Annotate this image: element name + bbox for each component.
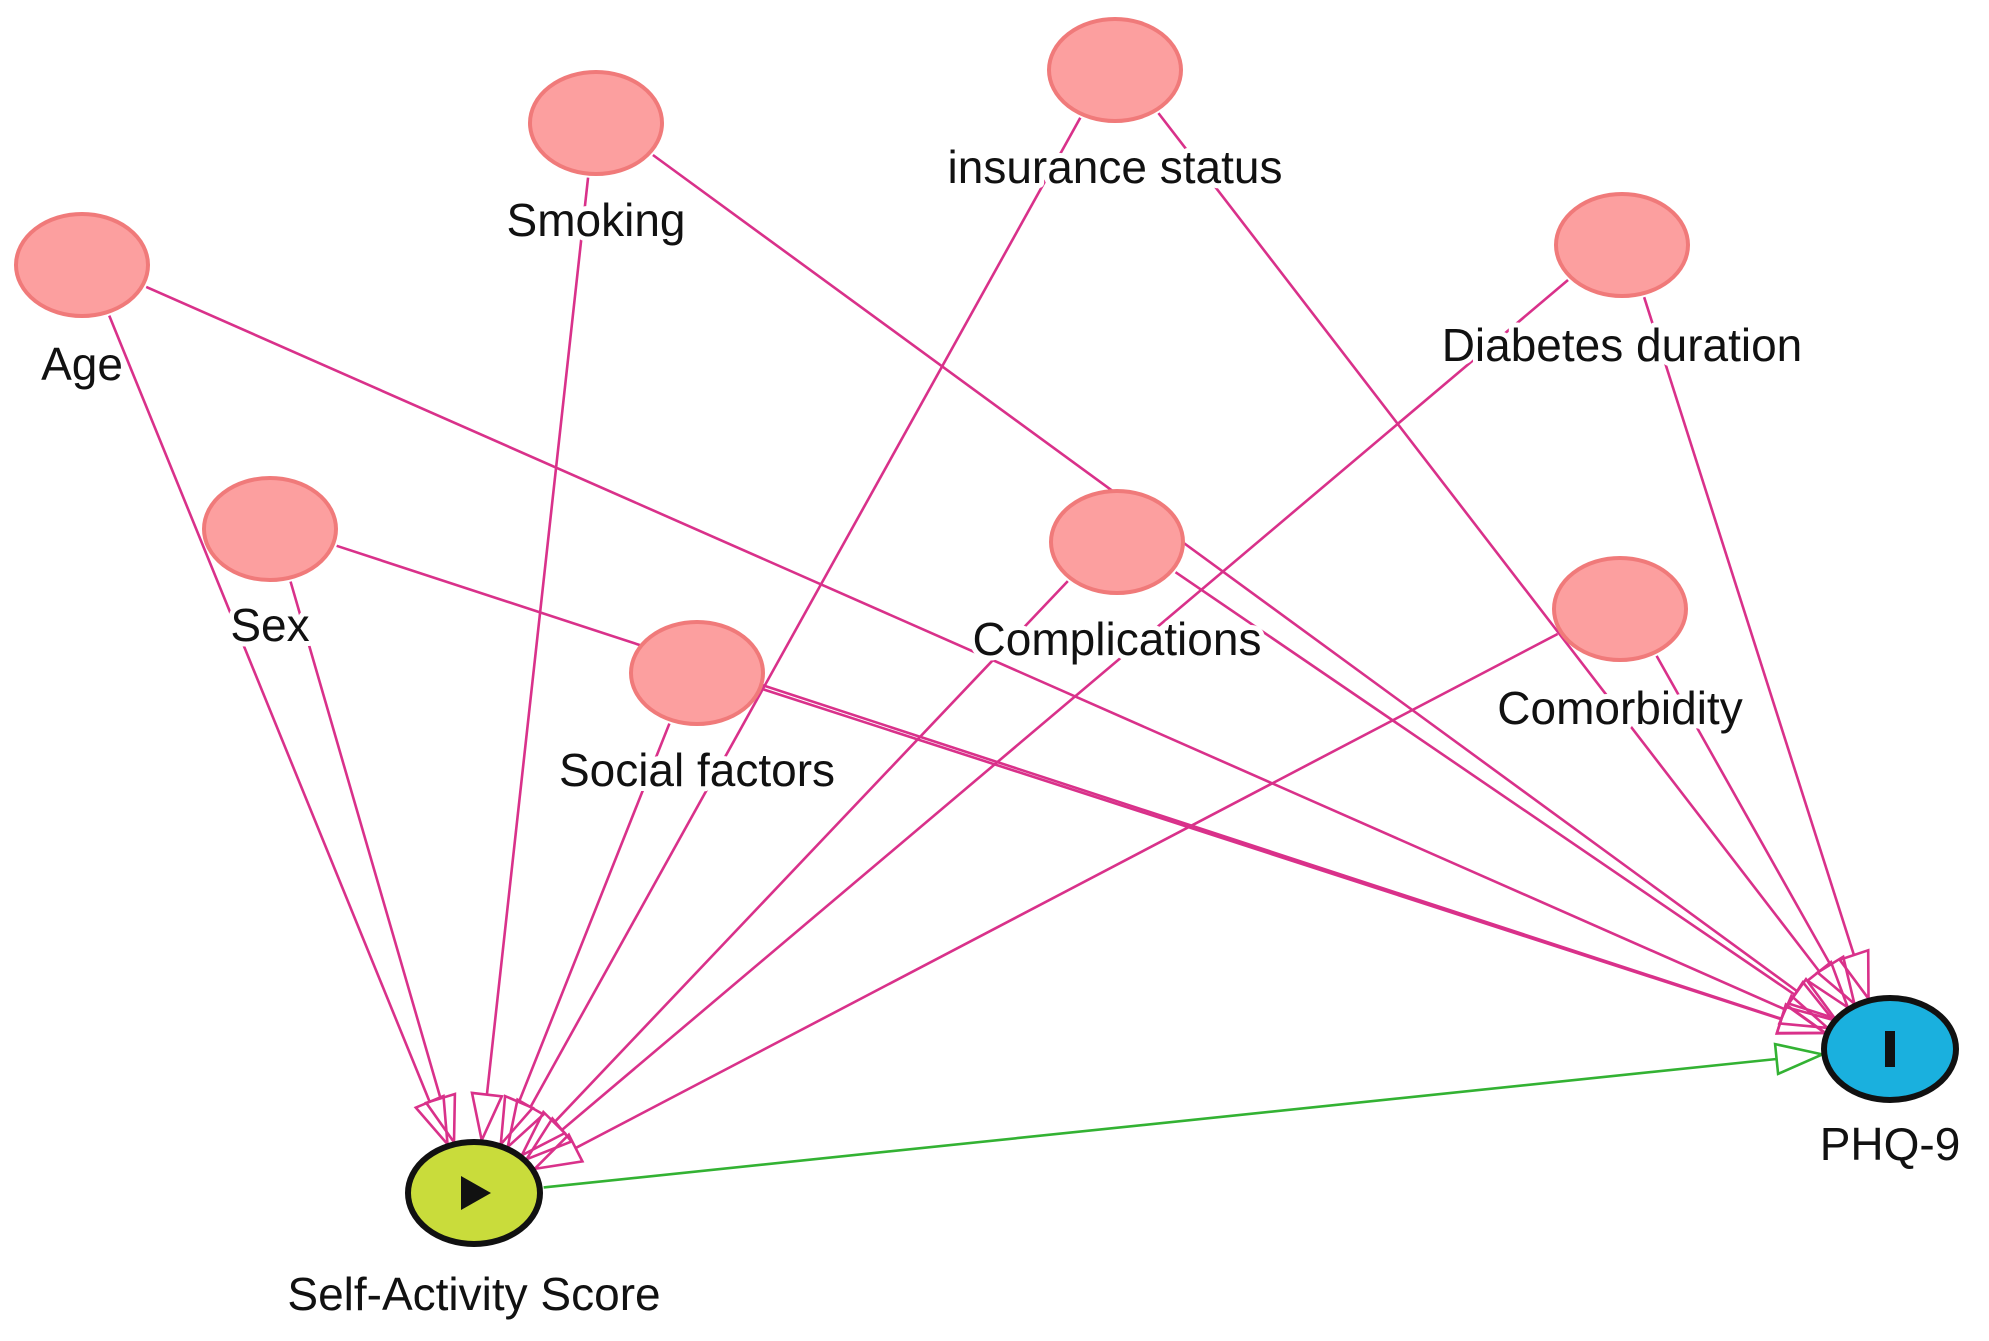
covariate-node-ellipse[interactable] [1049, 489, 1185, 595]
arrowhead [413, 1094, 450, 1149]
covariate-node-ellipse[interactable] [1047, 17, 1183, 123]
edge-diabetes-to-outcome [1642, 296, 1870, 1003]
arrowhead [1815, 954, 1857, 1008]
arrowhead [530, 1132, 585, 1171]
node-social-factors[interactable] [629, 620, 765, 726]
edge-line [529, 117, 1082, 1108]
edge-line [1174, 571, 1796, 996]
arrowhead [470, 1091, 504, 1145]
edge-line [1642, 296, 1856, 956]
node-label-smoking: Smoking [507, 194, 686, 246]
edge-line [108, 315, 431, 1103]
arrowhead [424, 1092, 457, 1147]
edge-line [145, 285, 1786, 1011]
node-insurance-status[interactable] [1047, 17, 1183, 123]
arrowhead [518, 1109, 567, 1159]
play-icon [461, 1176, 491, 1210]
covariate-node-ellipse[interactable] [528, 70, 664, 176]
edge-comorbidity-to-exposure [530, 632, 1559, 1171]
edge-line [574, 632, 1559, 1150]
edge-line [289, 581, 442, 1099]
nodes-layer [14, 17, 1959, 1247]
node-phq-9[interactable] [1821, 995, 1959, 1103]
edge-line [652, 153, 1799, 993]
node-label-insurance-status: insurance status [948, 141, 1283, 193]
node-diabetes-duration[interactable] [1554, 192, 1690, 298]
node-comorbidity[interactable] [1552, 556, 1688, 662]
arrowhead [1837, 948, 1870, 1003]
edge-line [561, 279, 1569, 1131]
node-label-phq-9: PHQ-9 [1820, 1118, 1961, 1170]
edge-insurance-to-outcome [1157, 112, 1851, 1011]
covariate-node-ellipse[interactable] [202, 476, 338, 582]
edge-line [543, 1057, 1777, 1189]
node-complications[interactable] [1049, 489, 1185, 595]
node-self-activity-score[interactable] [405, 1139, 543, 1247]
edge-line [1655, 655, 1832, 966]
node-label-age: Age [41, 338, 123, 390]
edge-line [517, 723, 671, 1103]
edge-line [553, 580, 1069, 1124]
edge-complications-to-exposure [518, 580, 1069, 1159]
node-label-comorbidity: Comorbidity [1497, 682, 1742, 734]
edges-layer [108, 112, 1870, 1189]
edge-comorbidity-to-outcome [1655, 655, 1857, 1008]
node-label-self-activity-score: Self-Activity Score [287, 1268, 660, 1320]
covariate-node-ellipse[interactable] [1552, 556, 1688, 662]
edge-smoking-to-exposure [470, 177, 590, 1145]
edge-line [763, 688, 1782, 1021]
covariate-node-ellipse[interactable] [629, 620, 765, 726]
node-age[interactable] [14, 212, 150, 318]
edge-social-to-outcome [763, 688, 1830, 1035]
node-label-diabetes-duration: Diabetes duration [1442, 319, 1803, 371]
covariate-node-ellipse[interactable] [14, 212, 150, 318]
node-label-complications: Complications [973, 613, 1262, 665]
edge-social-to-exposure [499, 723, 671, 1149]
edge-age-to-exposure [108, 315, 450, 1149]
node-label-social-factors: Social factors [559, 744, 835, 796]
edge-complications-to-outcome [1174, 571, 1837, 1023]
arrowhead [1775, 1002, 1830, 1035]
arrowhead [1773, 1042, 1827, 1076]
covariate-node-ellipse[interactable] [1554, 192, 1690, 298]
arrowhead [1805, 959, 1851, 1011]
arrowhead [499, 1094, 535, 1149]
edge-line [485, 177, 590, 1095]
node-smoking[interactable] [528, 70, 664, 176]
node-label-sex: Sex [230, 599, 309, 651]
bar-icon [1885, 1031, 1895, 1067]
edge-line [1157, 112, 1821, 973]
edge-sex-to-exposure [289, 581, 457, 1147]
edge-exposure-to-outcome [543, 1042, 1827, 1189]
node-sex[interactable] [202, 476, 338, 582]
arrowhead [1784, 979, 1837, 1023]
